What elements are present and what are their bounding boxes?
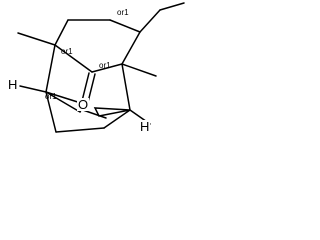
bond-left-methyl (17, 32, 56, 46)
stereo-label-left-bridgehead: or1 (45, 92, 57, 101)
atom-h-right: H (139, 119, 151, 134)
bond-right-to-ethyl-carbon (121, 31, 141, 65)
bond-left-quaternary-bridgehead (45, 44, 56, 93)
bond-right-quaternary-bridgehead (121, 63, 131, 111)
bond-carbonyl-double-a (81, 72, 90, 102)
bond-bottom-middle (55, 127, 105, 133)
molecule-canvas: H H O or1 or1 or1 or1 (0, 0, 192, 144)
bond-h-left (19, 85, 47, 93)
atom-oxygen: O (77, 97, 90, 112)
stereo-label-left-quaternary: or1 (61, 47, 73, 56)
bond-wedge-right-bridgehead (93, 107, 131, 117)
bond-top-right (109, 19, 141, 33)
bond-ethyl-ch2-ch3 (159, 2, 185, 11)
stereo-label-right-quaternary: or1 (99, 61, 111, 70)
bond-ring-ethyl (139, 9, 161, 33)
bond-carbonyl-left (54, 44, 93, 73)
bond-carbonyl-right (91, 63, 123, 73)
bond-upper-left-quaternary (54, 19, 69, 46)
atom-h-left: H (7, 77, 19, 92)
bond-right-methyl (121, 63, 157, 77)
bond-bottom-left (45, 91, 57, 133)
bond-bottom-right (103, 109, 131, 129)
stereo-label-top-right: or1 (117, 8, 129, 17)
molecular-structure (17, 2, 185, 133)
bond-carbonyl-double-b (87, 73, 96, 103)
